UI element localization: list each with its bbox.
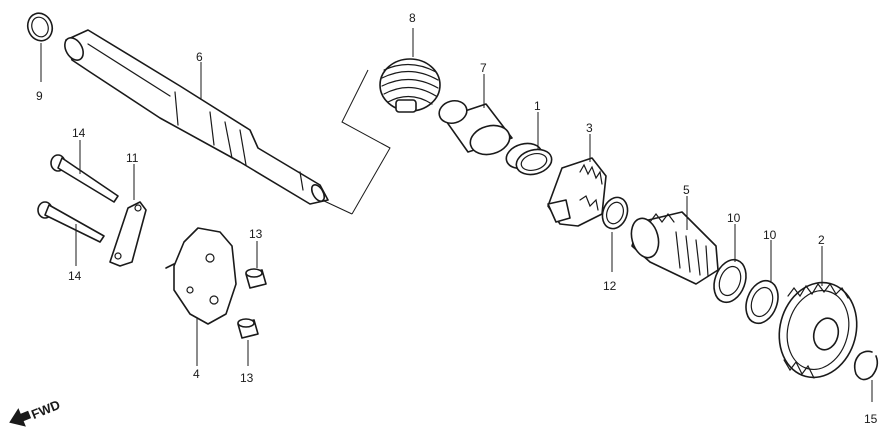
part-1-spring-clip: [505, 112, 553, 176]
callout-6: 6: [196, 50, 203, 64]
part-10-washer-b: [745, 240, 779, 325]
callout-4: 4: [193, 367, 200, 381]
callout-14-a: 14: [72, 126, 86, 140]
part-6-spindle-shaft: [64, 29, 353, 215]
part-13-dowel-upper: [245, 241, 267, 289]
callout-5: 5: [683, 183, 690, 197]
callout-1: 1: [534, 99, 541, 113]
part-9-washer: [26, 12, 54, 82]
callout-13-a: 13: [249, 227, 263, 241]
part-8-return-spring: [379, 28, 441, 113]
callout-13-b: 13: [240, 371, 254, 385]
leader-bracket: [341, 69, 391, 215]
part-4-guide-plate: [165, 227, 237, 366]
callout-15: 15: [864, 412, 878, 426]
part-10-washer-a: [713, 224, 747, 304]
callout-12: 12: [603, 279, 617, 293]
callout-2: 2: [818, 233, 825, 247]
part-14-bolt-lower: [37, 201, 105, 266]
callout-8: 8: [409, 11, 416, 25]
fwd-label: FWD: [29, 397, 62, 422]
part-13-dowel-lower: [237, 318, 259, 366]
fwd-indicator: FWD: [9, 397, 62, 427]
part-3-ratchet: [547, 134, 607, 227]
callout-10-b: 10: [763, 228, 777, 242]
part-14-bolt-upper: [50, 140, 119, 203]
part-7-collar: [438, 74, 513, 156]
callout-3: 3: [586, 121, 593, 135]
arrow-left-icon: [9, 408, 32, 427]
part-12-washer: [601, 196, 629, 272]
callout-14-b: 14: [68, 269, 82, 283]
part-2-idle-gear: [778, 246, 858, 379]
callout-11: 11: [126, 151, 139, 165]
callout-9: 9: [36, 89, 43, 103]
part-15-circlip: [853, 350, 879, 402]
callout-7: 7: [480, 61, 487, 75]
part-5-pinion: [630, 196, 719, 285]
part-11-link-plate: [109, 164, 147, 267]
callout-10-a: 10: [727, 211, 741, 225]
